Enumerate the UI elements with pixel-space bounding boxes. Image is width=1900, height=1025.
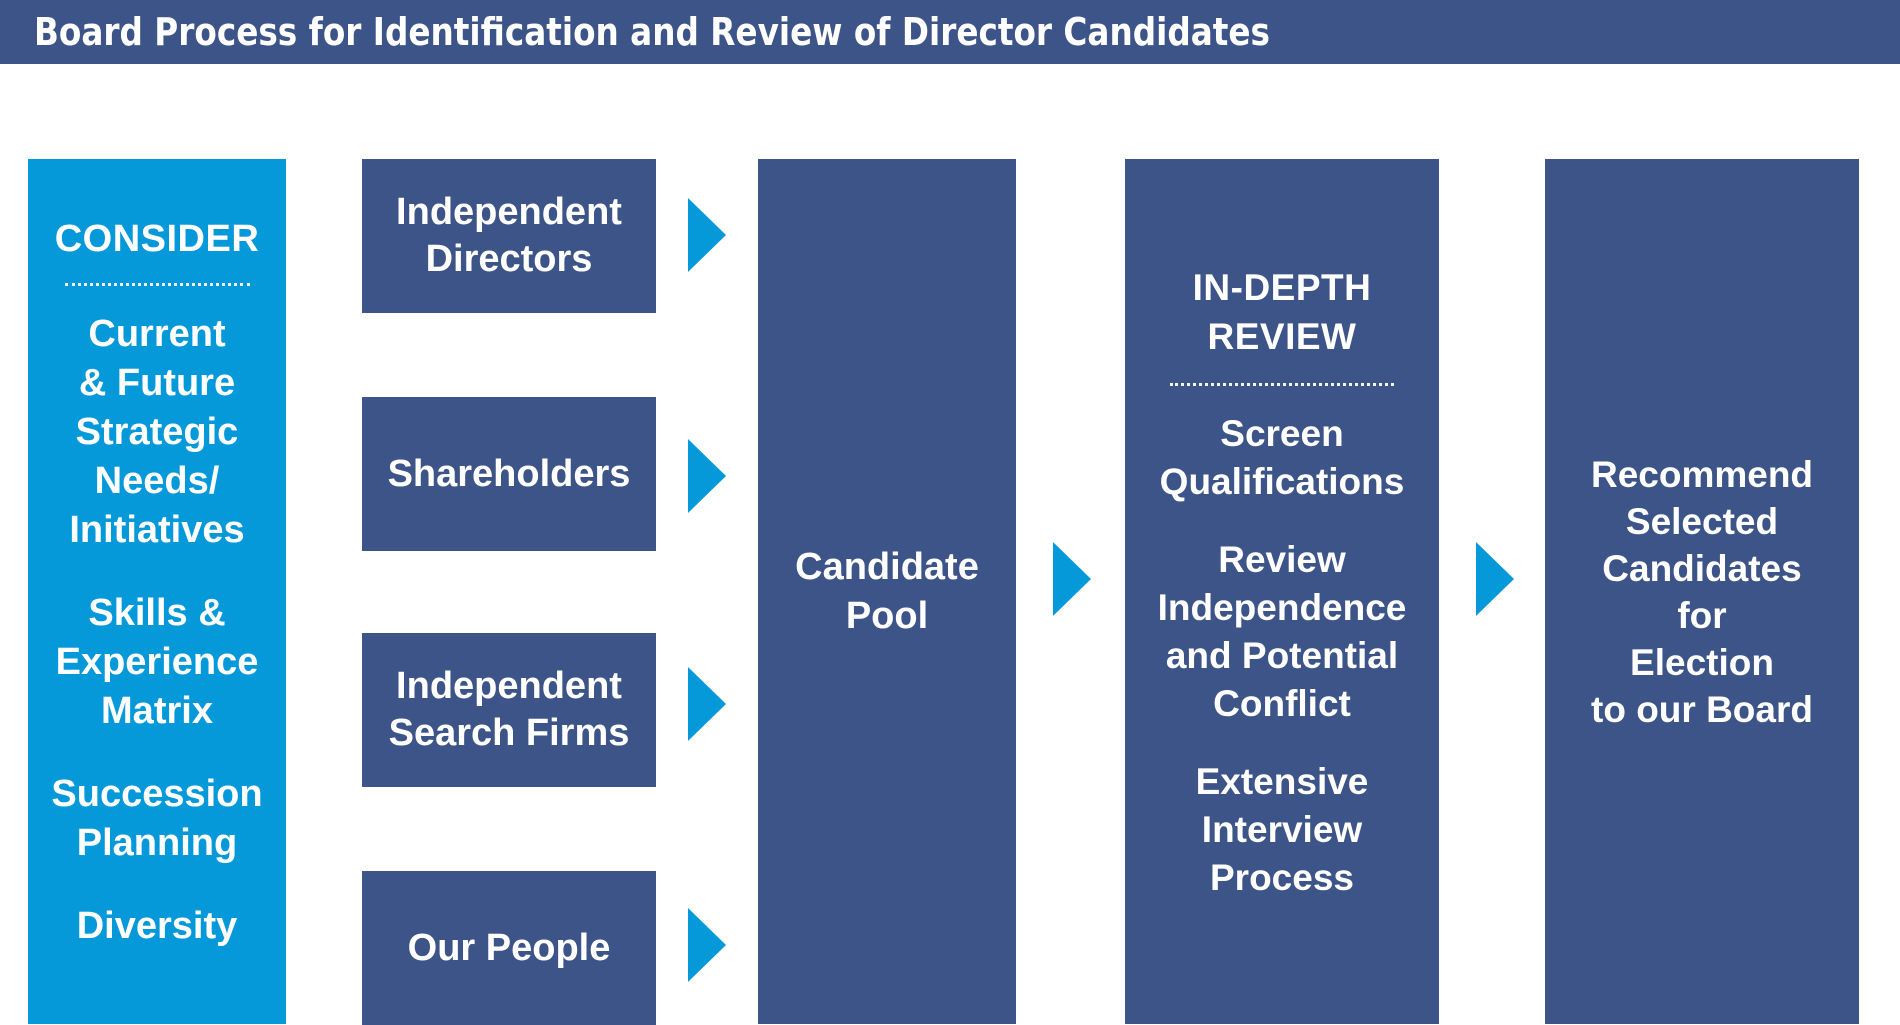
candidate-pool-column: Candidate Pool <box>758 159 1016 1024</box>
consider-divider <box>64 283 250 286</box>
consider-item-strategic-needs: Current & Future Strategic Needs/ Initia… <box>69 313 245 551</box>
consider-item-succession: Succession Planning <box>51 773 263 864</box>
candidate-pool-label: Candidate Pool <box>795 545 979 637</box>
source-label: Independent Search Firms <box>388 665 630 754</box>
source-independent-directors: Independent Directors <box>362 159 656 313</box>
recommend-label: Recommend Selected Candidates for Electi… <box>1590 453 1814 730</box>
consider-column: CONSIDER Current & Future Strategic Need… <box>28 159 286 1024</box>
review-item-interview: Extensive Interview Process <box>1195 761 1369 898</box>
source-label: Our People <box>407 926 611 969</box>
review-heading: IN-DEPTH REVIEW <box>1192 267 1372 357</box>
page-title: Board Process for Identification and Rev… <box>34 10 1271 54</box>
recommend-column: Recommend Selected Candidates for Electi… <box>1545 159 1859 1024</box>
review-divider <box>1170 383 1394 386</box>
arrow-right-icon <box>1053 542 1091 616</box>
arrow-right-icon <box>688 439 726 513</box>
source-our-people: Our People <box>362 871 656 1025</box>
review-item-independence: Review Independence and Potential Confli… <box>1157 539 1407 724</box>
in-depth-review-column: IN-DEPTH REVIEW Screen Qualifications Re… <box>1125 159 1439 1024</box>
arrow-right-icon <box>1476 542 1514 616</box>
source-search-firms: Independent Search Firms <box>362 633 656 787</box>
arrow-right-icon <box>688 198 726 272</box>
consider-item-diversity: Diversity <box>76 905 238 947</box>
consider-item-skills-matrix: Skills & Experience Matrix <box>55 592 259 732</box>
source-label: Shareholders <box>387 452 631 495</box>
consider-heading: CONSIDER <box>54 218 260 260</box>
arrow-right-icon <box>688 667 726 741</box>
source-shareholders: Shareholders <box>362 397 656 551</box>
header-bar: Board Process for Identification and Rev… <box>0 0 1900 64</box>
review-item-screen: Screen Qualifications <box>1159 413 1405 502</box>
arrow-right-icon <box>688 908 726 982</box>
source-label: Independent Directors <box>396 191 622 280</box>
